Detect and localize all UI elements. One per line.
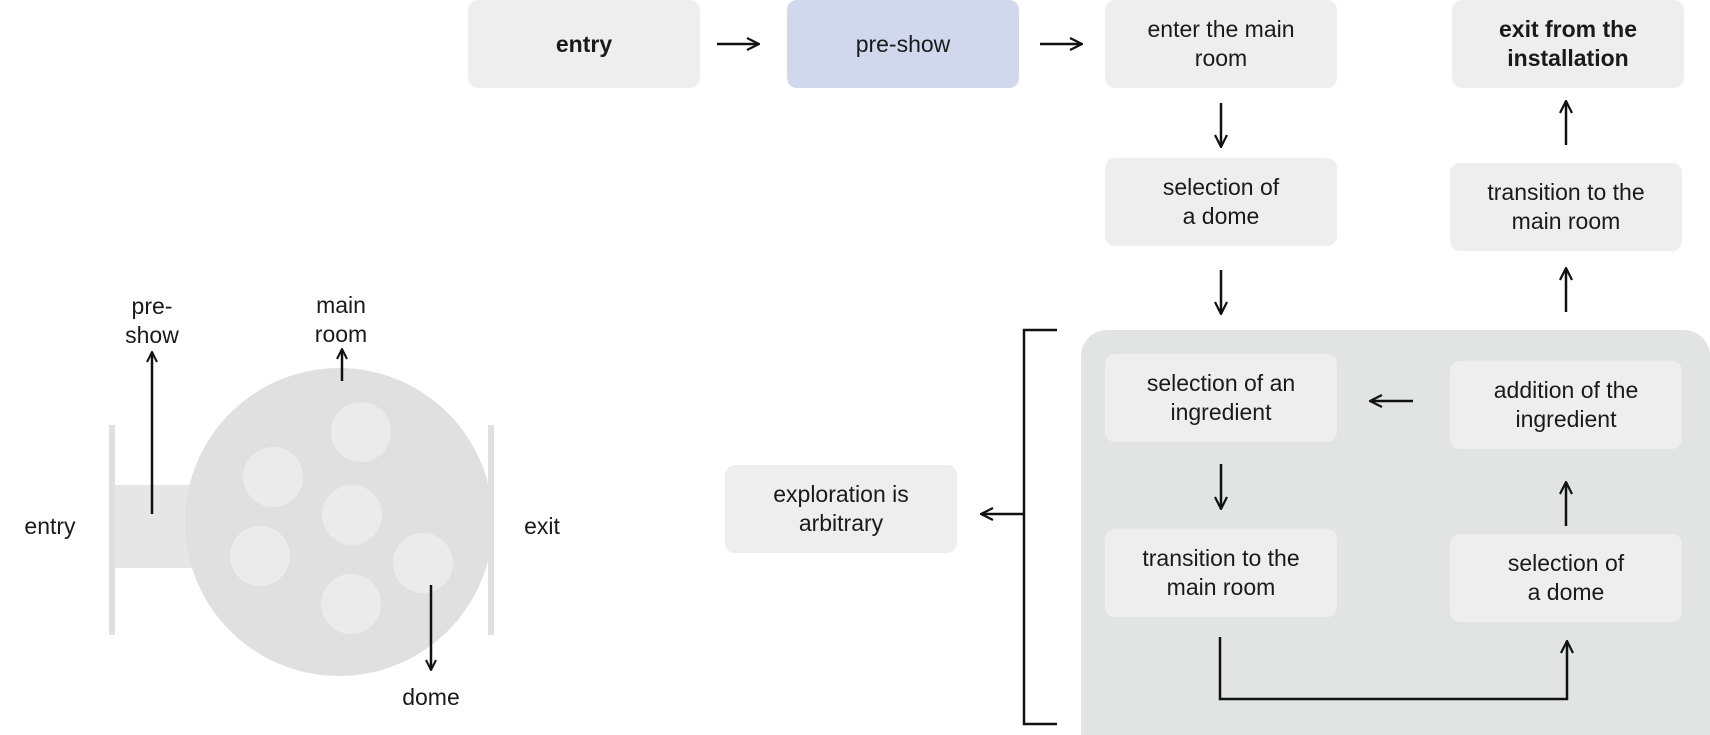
entry-wall <box>109 425 115 635</box>
floor-plan-map <box>109 0 494 676</box>
map-label-main-room: main room <box>314 292 368 347</box>
map-label-dome: dome <box>402 684 460 710</box>
flow-box-selection-dome: selection of a dome <box>1105 158 1337 246</box>
loop-bracket <box>1022 328 1057 726</box>
flow-box-entry: entry <box>468 0 700 88</box>
dome-circle <box>331 402 391 462</box>
flow-box-transition-main-room: transition to the main room <box>1450 163 1682 251</box>
flow-box-enter-main-room: enter the main room <box>1105 0 1337 88</box>
map-label-preshow: pre- show <box>125 293 179 348</box>
preshow-corridor <box>115 485 195 568</box>
flow-box-exploration-arbitrary: exploration is arbitrary <box>725 465 957 553</box>
flow-box-selection-ingredient: selection of an ingredient <box>1105 354 1337 442</box>
dome-circle <box>243 447 303 507</box>
flow-box-exit-installation: exit from the installation <box>1452 0 1684 88</box>
flow-box-transition-main-room-loop: transition to the main room <box>1105 529 1337 617</box>
dome-circle <box>322 485 382 545</box>
flow-box-selection-dome-loop: selection of a dome <box>1450 534 1682 622</box>
dome-circle <box>321 574 381 634</box>
flow-box-pre-show: pre-show <box>787 0 1019 88</box>
map-label-entry: entry <box>24 513 76 539</box>
dome-circle <box>393 533 453 593</box>
flow-box-addition-ingredient: addition of the ingredient <box>1450 361 1682 449</box>
map-label-exit: exit <box>524 513 560 539</box>
dome-circle <box>230 526 290 586</box>
loop-return-path <box>1218 637 1567 701</box>
